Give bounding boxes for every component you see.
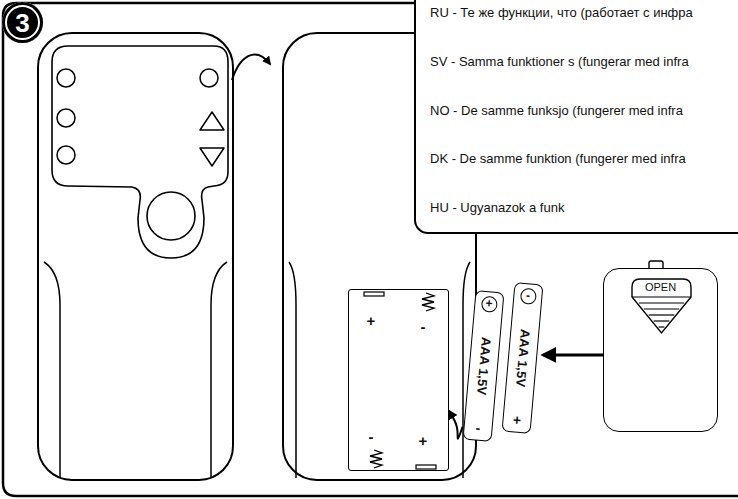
battery-label: + — [480, 296, 497, 313]
badge-hatch — [644, 308, 679, 309]
cover-label: OPEN — [645, 282, 676, 293]
badge-divider — [632, 296, 691, 297]
battery-spring — [370, 450, 382, 468]
up-button — [200, 112, 224, 130]
battery-label: AAA 1,5V — [513, 329, 531, 388]
instruction-panel: RU - Те же функции, что (работает с инфр… — [414, 0, 738, 234]
instruction-text: DK - De samme funktion (fungerer med inf… — [430, 150, 736, 167]
battery: + AAA 1,5V - — [463, 290, 505, 442]
badge-hatch — [654, 320, 670, 321]
down-button — [200, 148, 224, 166]
battery-label: AAA 1,5V — [474, 337, 492, 396]
button-panel — [52, 46, 228, 258]
instruction-text: SV - Samma funktioner s (fungerar med in… — [430, 53, 736, 70]
remote-front — [38, 33, 233, 480]
battery-compartment: + - - + — [348, 289, 449, 471]
step-number: 3 — [2, 2, 43, 43]
polarity-sign: + — [419, 433, 428, 448]
polarity-sign: - — [421, 319, 426, 334]
button — [57, 109, 75, 127]
callout-number: 3 — [15, 10, 29, 36]
open-badge — [604, 269, 716, 429]
badge-hatch — [639, 302, 684, 303]
turn-arrow — [232, 55, 270, 80]
polarity-sign: - — [369, 429, 374, 444]
battery-label: - — [519, 288, 536, 305]
battery: - AAA 1,5V + — [502, 282, 544, 434]
battery-cover: OPEN — [603, 268, 718, 432]
insert-arrow — [449, 411, 463, 439]
button — [200, 69, 218, 87]
button — [57, 146, 75, 164]
badge-hatch — [649, 314, 675, 315]
badge-hatch — [659, 326, 665, 327]
button — [57, 69, 75, 87]
battery-contact — [364, 292, 384, 296]
instruction-text: NO - De samme funksjo (fungerer med infr… — [430, 102, 736, 119]
battery-label: - — [475, 421, 481, 435]
battery-spring — [422, 293, 434, 311]
badge-outline — [632, 279, 691, 333]
polarity-sign: + — [367, 313, 376, 328]
power-button — [147, 192, 195, 240]
grip-line — [289, 262, 296, 478]
instruction-text: RU - Те же функции, что (работает с инфр… — [430, 4, 736, 21]
grip-line — [44, 262, 60, 478]
grip-line — [211, 262, 227, 478]
insert-arrow — [543, 353, 603, 356]
battery-label: + — [512, 412, 521, 427]
instruction-text: HU - Ugyanazok a funk — [430, 199, 736, 216]
battery-contact — [416, 465, 436, 469]
